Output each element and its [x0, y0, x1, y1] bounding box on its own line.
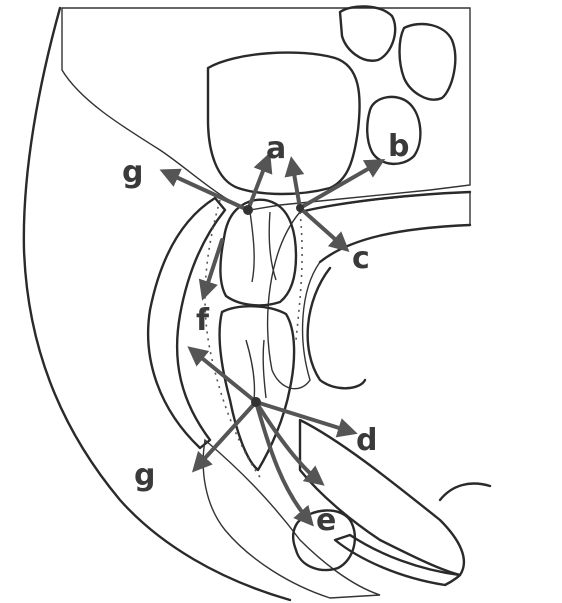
upper-tooth-root-line [250, 212, 276, 282]
label-f: f [196, 303, 210, 338]
label-e: e [316, 503, 336, 538]
sinus-recess-upper [340, 6, 395, 60]
arrow-to-d [256, 402, 352, 432]
arrow-to-a-right [292, 162, 300, 208]
lower-tooth-pulp [246, 340, 266, 400]
lower-tooth [220, 306, 295, 470]
lingual-contour [440, 484, 490, 500]
label-a: a [266, 131, 286, 166]
maxillary-sinus [208, 53, 360, 194]
arrow-to-f-lower [192, 350, 256, 402]
palatal-mucosa [268, 192, 470, 389]
label-b: b [388, 129, 409, 164]
sinus-recess-right [400, 24, 456, 100]
upper-tooth [221, 200, 297, 306]
upper-focus-point-right [296, 204, 304, 212]
label-d: d [356, 423, 377, 458]
buccal-cortex-upper [148, 198, 225, 448]
oral-cavity-boundary [308, 268, 365, 388]
arrow-to-c [300, 208, 345, 248]
arrow-to-a-left [248, 158, 268, 210]
label-c: c [352, 241, 370, 276]
label-g-upper: g [122, 155, 143, 190]
mandible-bone [203, 440, 380, 598]
upper-focus-point [243, 205, 253, 215]
lower-focus-point [251, 397, 261, 407]
label-g-lower: g [134, 458, 155, 493]
